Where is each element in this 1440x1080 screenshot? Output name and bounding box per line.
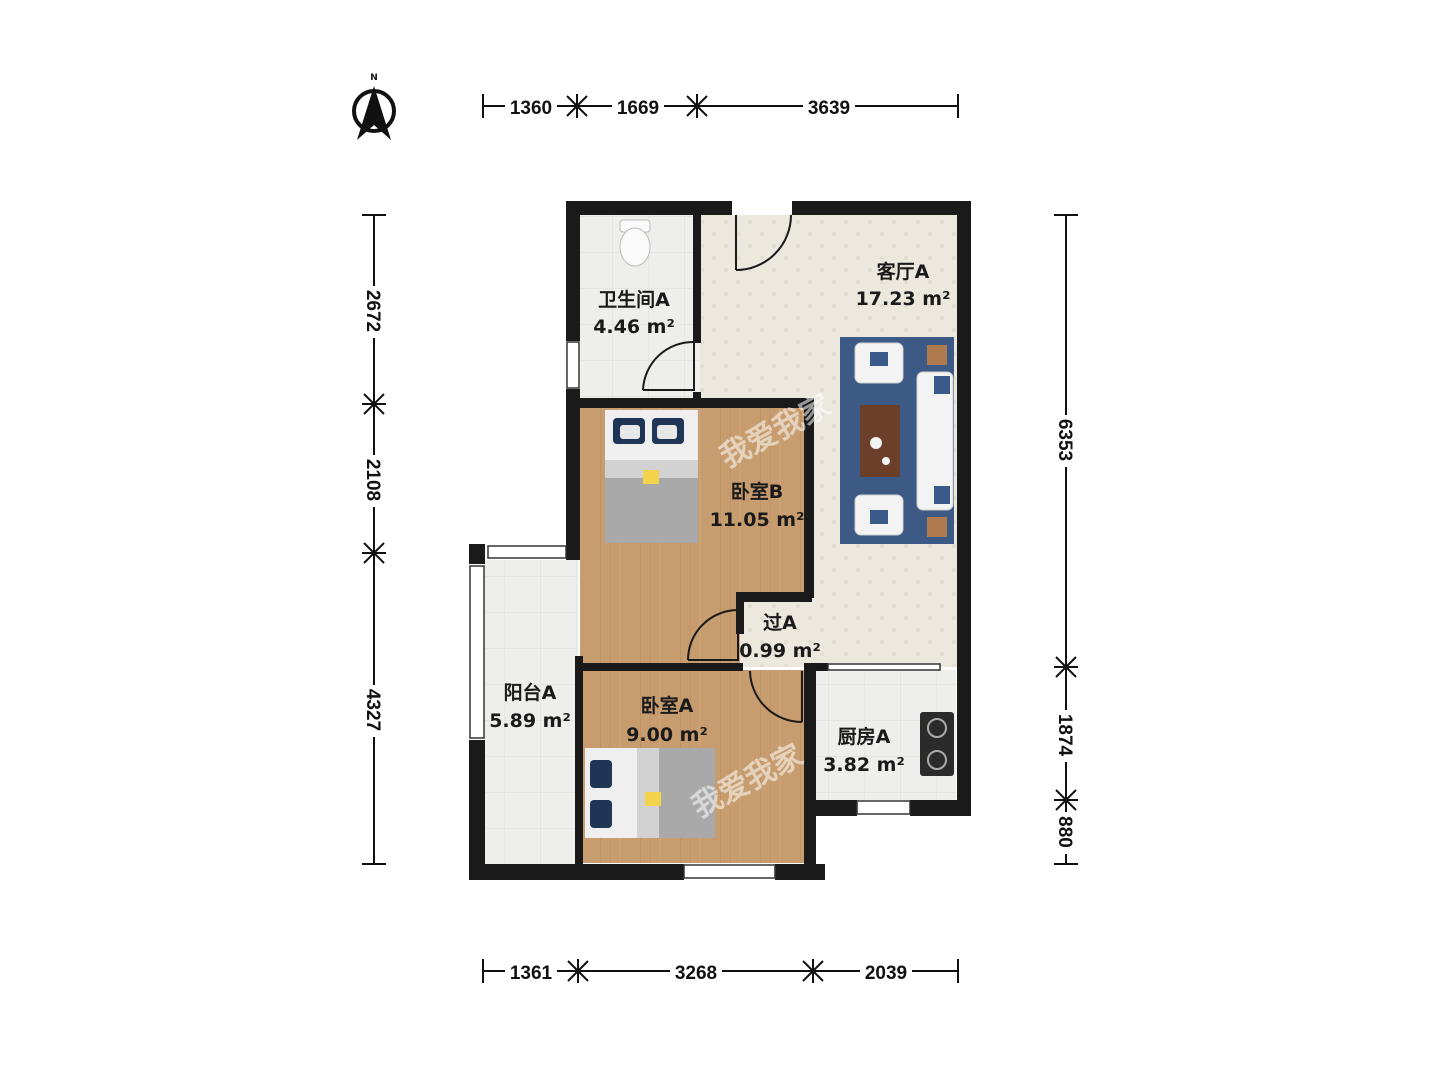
window-bathroom [566,341,580,389]
window-balcony-top [487,545,567,559]
bathroom-area: 4.46 m² [593,316,675,338]
window-kitchen [856,800,911,815]
windows [469,341,941,879]
door-bathroom [642,340,695,391]
side-table-top [927,345,947,365]
north-arrow-icon [352,86,396,140]
dim-right-2: 1874 [1054,714,1075,757]
door-bedroom-b [687,609,739,661]
bathroom-name: 卫生间A [598,288,670,311]
balcony-name: 阳台A [504,681,557,704]
passage-area: 0.99 m² [739,640,821,662]
compass: N [352,73,396,140]
dim-top-3: 3639 [808,98,850,119]
living-name: 客厅A [877,260,930,283]
bedroom-a-name: 卧室A [641,694,694,717]
side-table-bottom [927,517,947,537]
window-balcony-left [469,565,485,739]
kitchen-name: 厨房A [838,725,891,748]
dim-top-1: 1360 [510,98,552,119]
dim-right-1: 6353 [1054,419,1075,461]
bedroom-b-name: 卧室B [731,480,783,503]
kitchen-area: 3.82 m² [823,754,905,776]
door-bedroom-a [749,670,803,723]
bedroom-a-area: 9.00 m² [626,724,708,746]
dim-bottom-2: 3268 [675,963,717,984]
doors [642,214,803,723]
dim-left-3: 4327 [362,689,383,731]
bed-a [585,748,715,838]
bed-b [605,410,698,543]
passage-floor [740,600,810,663]
dim-top-2: 1669 [617,98,659,119]
balcony-area: 5.89 m² [489,710,571,732]
dim-bottom-1: 1361 [510,963,553,984]
sliding-door-kitchen [827,663,941,671]
passage-name: 过A [763,612,797,634]
cooktop [920,712,954,776]
door-entrance [735,214,792,271]
bedroom-b-area: 11.05 m² [710,509,805,531]
walls [469,201,971,880]
dimension-labels: 1360 1669 3639 1361 3268 2039 2672 2108 … [362,96,1077,984]
dim-right-3: 880 [1054,816,1075,848]
toilet [619,219,651,267]
dim-left-2: 2108 [362,459,383,501]
dim-bottom-3: 2039 [865,963,907,984]
living-furniture [840,337,954,544]
compass-label: N [370,73,378,83]
dim-left-1: 2672 [362,290,383,332]
balcony-floor [483,560,578,864]
living-area: 17.23 m² [856,288,951,310]
sofa [916,371,954,511]
room-labels: 客厅A 17.23 m² 卫生间A 4.46 m² 卧室B 11.05 m² 过… [489,260,950,776]
window-bedroom-a [683,864,776,879]
